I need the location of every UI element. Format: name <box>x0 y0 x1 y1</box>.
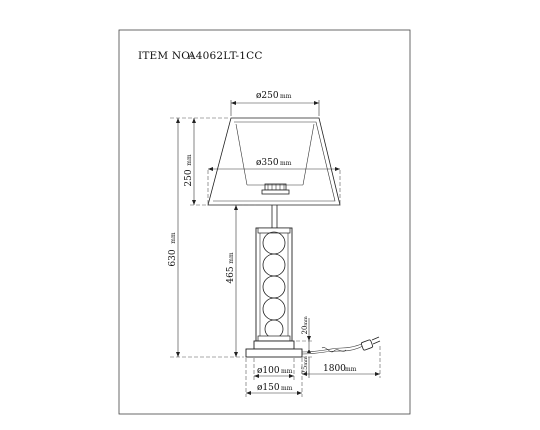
dim-base-outer-label: ø150 <box>257 383 280 393</box>
dim-shade-height-label: 250 <box>184 169 194 186</box>
lamp-shade <box>207 117 341 206</box>
dim-body-height-label: 465 <box>226 266 236 283</box>
dim-unit: mm <box>170 232 177 244</box>
dim-body-height <box>232 204 262 357</box>
dim-unit: mm <box>303 356 309 366</box>
dim-base-height <box>296 318 314 353</box>
power-cable <box>301 343 364 355</box>
dim-unit: mm <box>186 154 193 166</box>
dim-cable-length-label: 1800 <box>323 364 346 374</box>
dim-total-height <box>170 117 244 358</box>
dim-unit: mm <box>228 252 235 264</box>
item-number-code: A4062LT-1CC <box>187 50 263 62</box>
dim-shade-bottom-label: ø350 <box>256 158 279 168</box>
dim-cable-length <box>302 346 381 378</box>
dim-unit: mm <box>345 366 357 373</box>
dim-base-outer <box>245 358 303 397</box>
item-number-label: ITEM NO: <box>138 50 194 62</box>
dim-base-height-label: 20 <box>301 326 309 335</box>
dim-unit: mm <box>280 160 292 167</box>
dim-shade-top-label: ø250 <box>256 91 279 101</box>
drawing-frame <box>118 29 411 415</box>
lamp-stem <box>271 205 278 228</box>
lamp-base <box>245 340 303 358</box>
dim-base-inner-label: ø100 <box>257 366 280 376</box>
dim-shade-top <box>230 100 320 116</box>
dim-total-height-label: 630 <box>168 249 178 266</box>
dim-shade-bottom <box>207 167 341 204</box>
dim-base-inner <box>253 358 295 380</box>
dim-unit: mm <box>281 385 293 392</box>
dim-unit: mm <box>281 368 293 375</box>
dim-base-bottom-height <box>302 356 314 378</box>
shade-fitting <box>261 183 290 195</box>
dim-base-bottom-height-label: 25 <box>301 366 309 375</box>
dim-unit: mm <box>303 316 309 326</box>
dim-shade-height <box>190 118 206 206</box>
lamp-body <box>255 227 293 342</box>
dim-unit: mm <box>280 93 292 100</box>
plug-icon <box>360 336 381 351</box>
